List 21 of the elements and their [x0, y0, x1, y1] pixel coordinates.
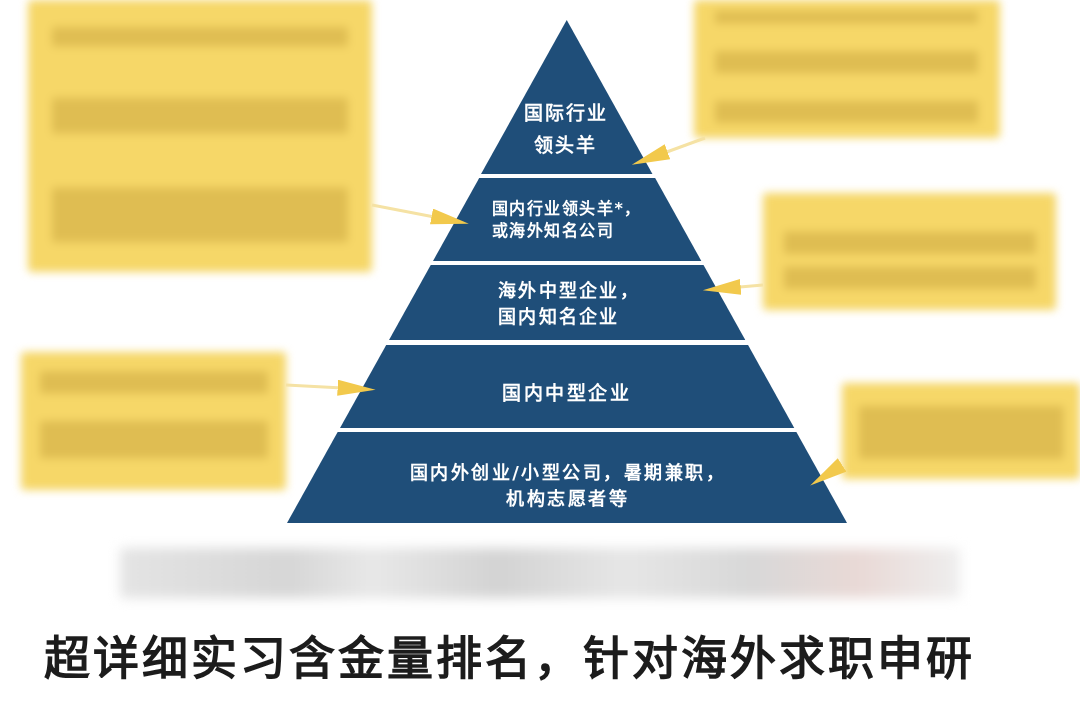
pointer-arrow: [371, 203, 469, 225]
tier-label: 国内中型企业: [502, 381, 632, 406]
pyramid-tier: [432, 178, 702, 261]
pointer-arrow: [702, 278, 764, 295]
tier-label: 国内行业领头羊*，或海外知名公司: [492, 198, 643, 242]
blurred-note-box: [694, 0, 1000, 138]
pointer-arrow: [285, 379, 376, 396]
blurred-note-box: [21, 352, 286, 490]
blurred-note-box: [763, 193, 1056, 310]
tier-label: 国内外创业/小型公司，暑期兼职，机构志愿者等: [408, 461, 728, 511]
pyramid-tier: [339, 345, 795, 428]
tier-label: 国际行业领头羊: [523, 101, 609, 158]
tier-label: 海外中型企业，国内知名企业: [498, 279, 642, 329]
caption-text: 超详细实习含金量排名，针对海外求职申研: [44, 630, 975, 686]
pyramid-tier: [286, 432, 847, 523]
blurred-note-box: [842, 383, 1080, 479]
pointer-arrow: [631, 136, 706, 165]
pyramid-tier: [388, 265, 746, 340]
blurred-note-box: [28, 0, 372, 272]
pyramid-tier: [481, 20, 653, 174]
pointer-arrow: [810, 458, 847, 486]
